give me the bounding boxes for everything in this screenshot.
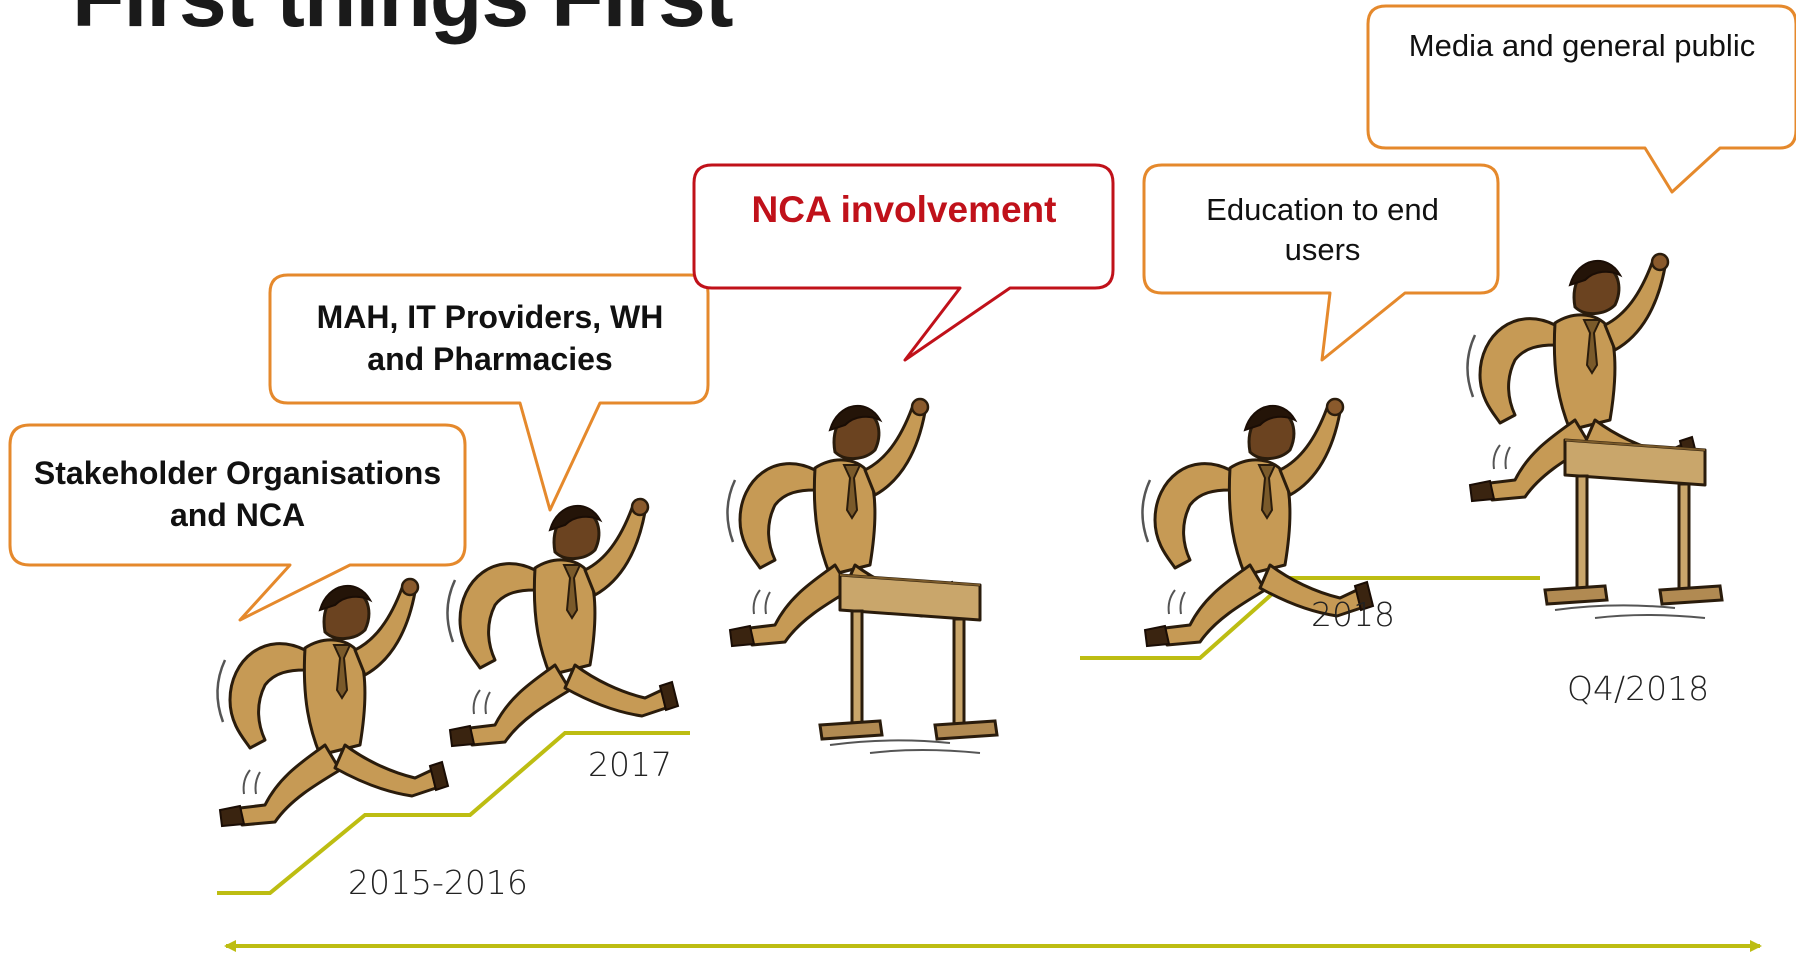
year-label-2018: 2018 (1311, 595, 1395, 634)
bubble-nca (692, 163, 1115, 362)
step-line-1 (217, 731, 690, 895)
bubble-education (1142, 163, 1500, 362)
bubble-stakeholder (8, 423, 467, 622)
step-line-2 (1080, 576, 1540, 660)
bubble-nca-text: NCA involvement (751, 188, 1057, 230)
year-label-2017: 2017 (588, 745, 672, 784)
bubble-mah-text: MAH, IT Providers, WH and Pharmacies (316, 299, 664, 377)
bubble-media (1366, 4, 1796, 194)
runner-figure-1 (215, 577, 450, 828)
bubble-stakeholder-text: Stakeholder Organisations and NCA (33, 455, 442, 533)
hurdle-1 (818, 573, 999, 755)
hurdle-2 (1543, 438, 1724, 620)
slide-title: First things First (72, 0, 733, 47)
bubble-media-text: Media and general public (1408, 27, 1756, 63)
year-label-2015-2016: 2015-2016 (348, 863, 528, 902)
bubble-education-text: Education to end users (1206, 191, 1439, 267)
year-label-q4-2018: Q4/2018 (1567, 669, 1710, 708)
runner-figure-2 (445, 497, 680, 748)
